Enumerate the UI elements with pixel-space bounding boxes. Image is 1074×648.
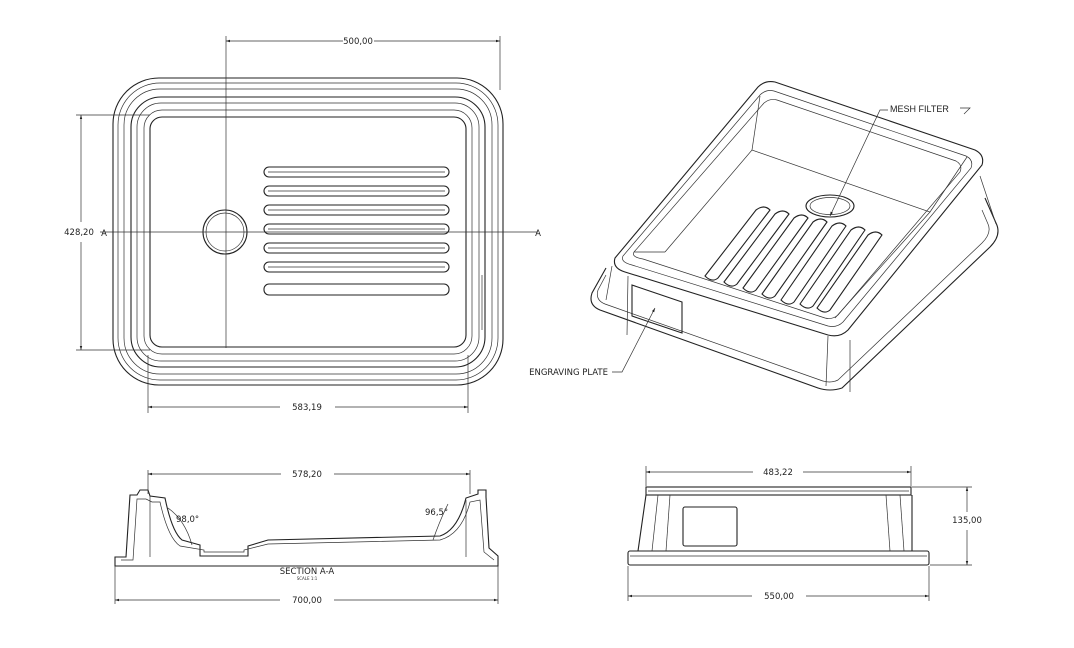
dim-top-inner-width: 583,19 <box>292 403 322 413</box>
engraving-plate <box>631 284 683 334</box>
dim-side-height: 135,00 <box>952 516 982 526</box>
dim-top-height: 428,20 <box>64 228 94 238</box>
label-engraving-plate: ENGRAVING PLATE <box>529 368 608 378</box>
dim-section-overall: 700,00 <box>292 596 322 606</box>
dim-side-top: 483,22 <box>763 468 793 478</box>
section-title: SECTION A-A <box>280 567 335 577</box>
side-view: 483,22 550,00 135,00 <box>627 466 982 602</box>
iso-ribs <box>704 206 883 313</box>
top-view: 500,00 428,20 A A 583,19 <box>64 36 541 413</box>
dim-section-inner: 578,20 <box>292 470 322 480</box>
label-mesh-filter: MESH FILTER <box>890 104 949 114</box>
mesh-filter <box>805 194 855 218</box>
section-view: 98,0° 96,5° 578,20 700,00 SECTION A-A SC… <box>114 470 499 606</box>
drain-ribs <box>263 166 450 296</box>
side-engraving-plate <box>682 506 738 547</box>
isometric-view: MESH FILTER ENGRAVING PLATE <box>529 81 999 392</box>
dim-side-bottom: 550,00 <box>764 592 794 602</box>
section-marker-left: A <box>101 229 107 239</box>
section-marker-right: A <box>535 229 541 239</box>
dim-top-width: 500,00 <box>343 37 373 47</box>
section-scale: SCALE 1:1 <box>297 576 318 581</box>
angle-left: 98,0° <box>176 515 199 525</box>
angle-right: 96,5° <box>425 508 448 518</box>
